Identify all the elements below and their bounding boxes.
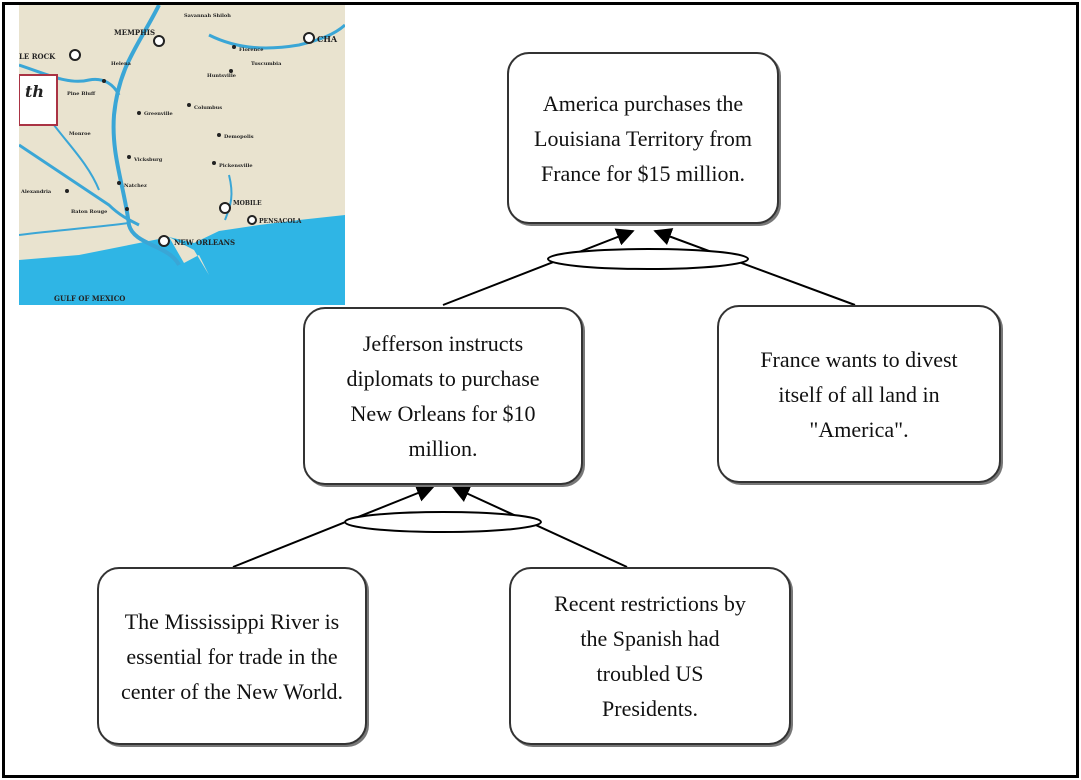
map-legend-text: th <box>25 82 44 101</box>
map-label-helena: Helena <box>111 61 132 67</box>
map-label-cha: CHA <box>317 34 338 44</box>
map-label-greenville: Greenville <box>144 111 173 117</box>
node-middle-left-text: Jefferson instructs diplomats to purchas… <box>346 331 540 461</box>
node-bottom-right: Recent restrictions by the Spanish had t… <box>509 567 791 745</box>
arrow-middle-left-to-top <box>442 228 635 306</box>
node-top: America purchases the Louisiana Territor… <box>507 52 779 224</box>
map-label-pine-bluff: Pine Bluff <box>67 91 96 97</box>
map-label-shiloh: Savannah Shiloh <box>184 13 231 19</box>
map-label-gulf: GULF OF MEXICO <box>54 294 125 303</box>
arrow-bottom-right-to-middle <box>451 485 628 568</box>
node-middle-left: Jefferson instructs diplomats to purchas… <box>303 307 583 485</box>
map-label-memphis: MEMPHIS <box>114 28 155 37</box>
node-bottom-left-text: The Mississippi River is essential for t… <box>120 608 344 704</box>
map-label-natchez: Natchez <box>124 183 147 189</box>
map-label-tuscumbia: Tuscumbia <box>251 61 282 67</box>
joint-ellipse-upper <box>547 248 749 270</box>
map-label-columbus: Columbus <box>194 105 222 111</box>
node-middle-right-text: France wants to divest itself of all lan… <box>760 346 958 442</box>
map-label-pickensville: Pickensville <box>219 163 253 169</box>
arrow-middle-right-to-top <box>653 228 856 306</box>
map-label-demopolis: Demopolis <box>224 134 254 140</box>
arrow-bottom-left-to-middle <box>232 484 435 568</box>
map-label-monroe: Monroe <box>69 131 91 137</box>
map-label-alexandria: Alexandria <box>20 189 52 195</box>
map-label-baton-rouge: Baton Rouge <box>71 209 107 215</box>
node-bottom-right-text: Recent restrictions by the Spanish had t… <box>554 591 746 721</box>
connectors <box>232 228 856 568</box>
map-label-pensacola: PENSACOLA <box>259 218 302 225</box>
map-label-vicksburg: Vicksburg <box>133 157 163 163</box>
map-image: th MEMPHIS LE ROCK CHA NEW ORLEANS MOBIL… <box>19 5 345 305</box>
map-label-florence: Florence <box>239 47 263 53</box>
map-label-huntsville: Huntsville <box>207 73 236 79</box>
map-label-little-rock: LE ROCK <box>19 52 56 61</box>
joint-ellipse-lower <box>344 511 542 533</box>
node-bottom-left: The Mississippi River is essential for t… <box>97 567 367 745</box>
node-middle-right: France wants to divest itself of all lan… <box>717 305 1001 483</box>
map-label-mobile: MOBILE <box>233 200 262 207</box>
node-top-text: America purchases the Louisiana Territor… <box>534 90 752 186</box>
map-label-new-orleans: NEW ORLEANS <box>174 238 235 247</box>
